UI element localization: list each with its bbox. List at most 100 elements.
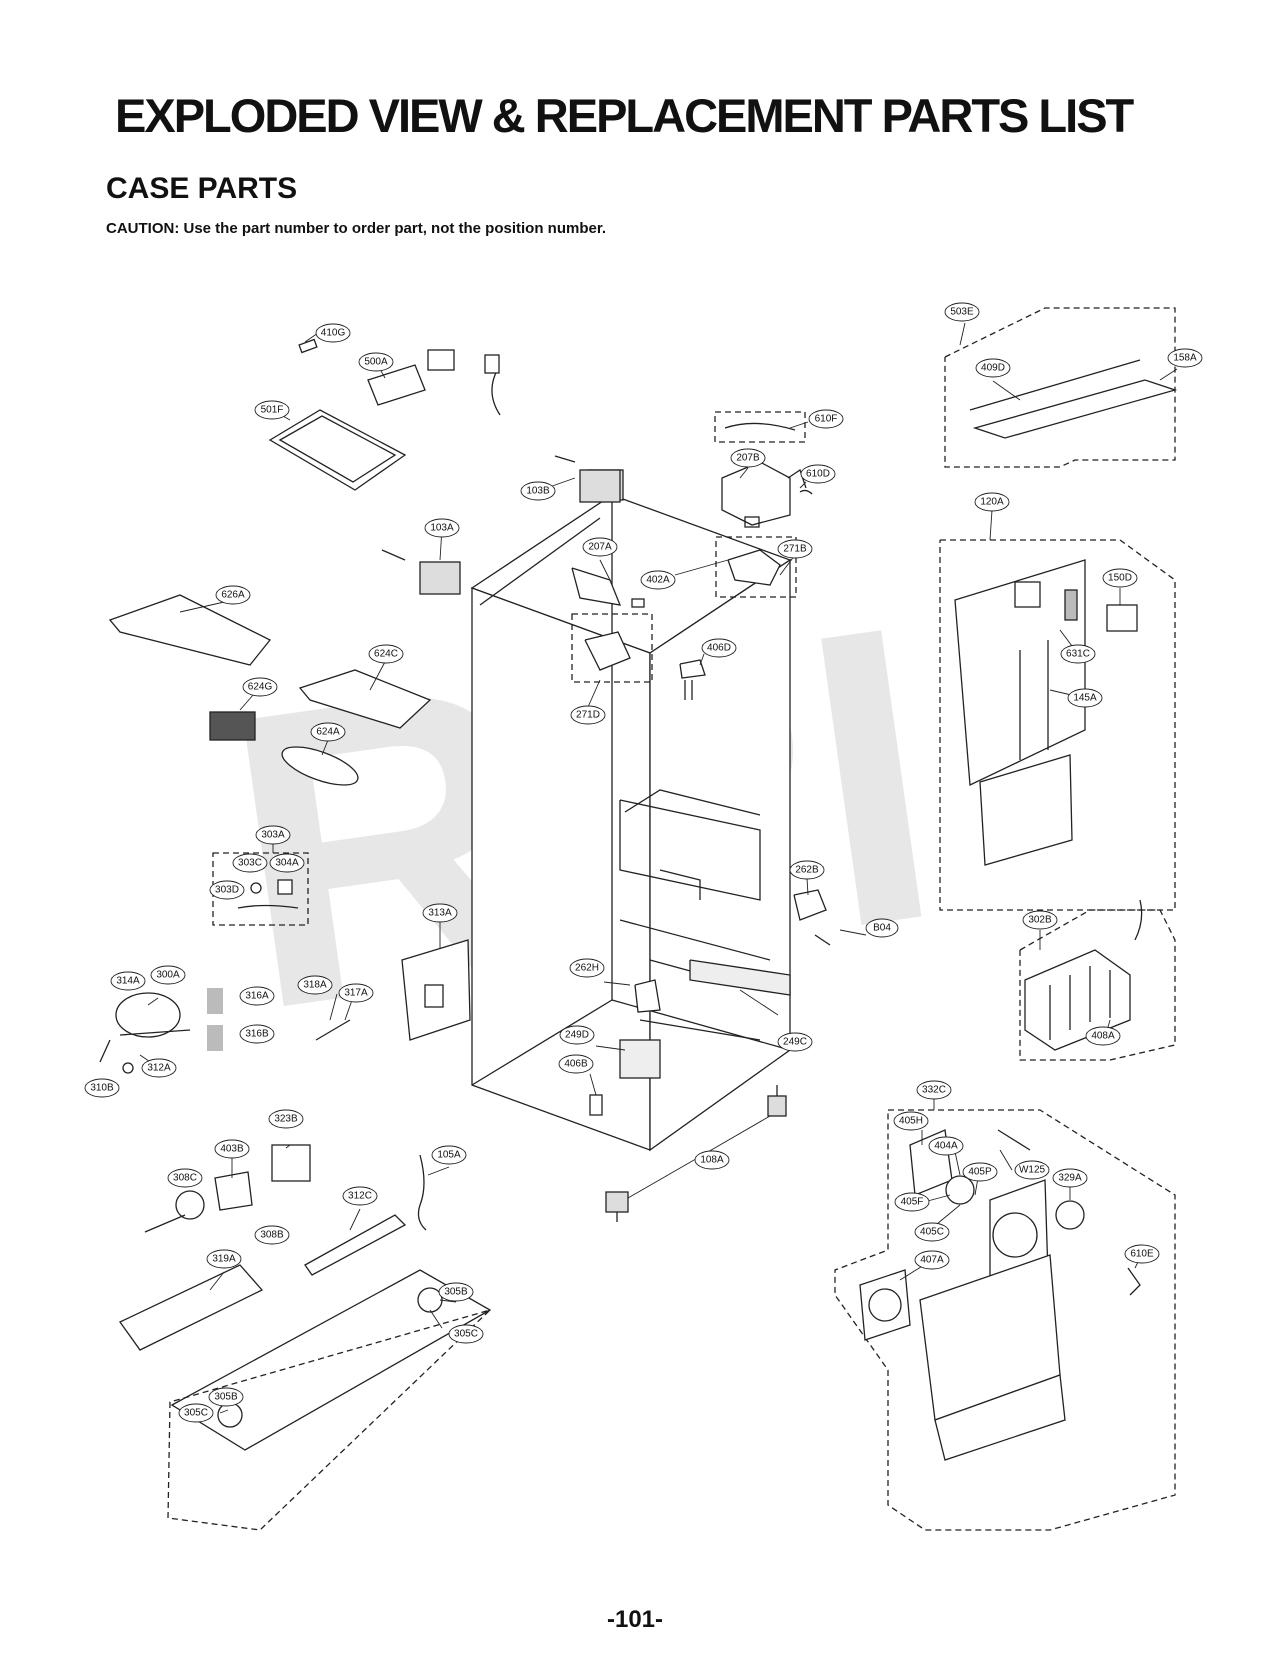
svg-text:318A: 318A bbox=[303, 980, 327, 991]
callout-312a: 312A bbox=[141, 1058, 177, 1078]
callout-405h: 405H bbox=[893, 1111, 929, 1131]
svg-text:303A: 303A bbox=[261, 830, 285, 841]
svg-text:308B: 308B bbox=[260, 1230, 284, 1241]
callout-624c: 624C bbox=[368, 644, 404, 664]
callout-103a: 103A bbox=[424, 518, 460, 538]
callout-316a: 316A bbox=[239, 986, 275, 1006]
callout-302b: 302B bbox=[1022, 910, 1058, 930]
svg-text:120A: 120A bbox=[980, 497, 1004, 508]
callout-405f: 405F bbox=[894, 1192, 930, 1212]
callout-624g: 624G bbox=[242, 677, 278, 697]
callout-305b-bottom: 305B bbox=[208, 1387, 244, 1407]
callout-262b: 262B bbox=[789, 860, 825, 880]
svg-text:249D: 249D bbox=[565, 1030, 589, 1041]
302b-evaporator bbox=[1019, 899, 1176, 1061]
callout-b04: B04 bbox=[865, 918, 899, 938]
svg-text:B04: B04 bbox=[873, 923, 891, 934]
callout-329a: 329A bbox=[1052, 1168, 1088, 1188]
callout-312c: 312C bbox=[342, 1186, 378, 1206]
svg-text:310B: 310B bbox=[90, 1083, 114, 1094]
callout-207a: 207A bbox=[582, 537, 618, 557]
callout-300a: 300A bbox=[150, 965, 186, 985]
svg-text:105A: 105A bbox=[437, 1150, 461, 1161]
callout-158a: 158A bbox=[1167, 348, 1203, 368]
callout-313a: 313A bbox=[422, 903, 458, 923]
callout-305c-top: 305C bbox=[448, 1324, 484, 1344]
svg-text:404A: 404A bbox=[934, 1141, 958, 1152]
svg-text:317A: 317A bbox=[344, 988, 368, 999]
page-number: -101- bbox=[606, 1606, 664, 1633]
callout-503e: 503E bbox=[944, 302, 980, 322]
callout-626a: 626A bbox=[215, 585, 251, 605]
svg-text:302B: 302B bbox=[1028, 915, 1052, 926]
svg-text:624A: 624A bbox=[316, 727, 340, 738]
callout-310b: 310B bbox=[84, 1078, 120, 1098]
svg-text:402A: 402A bbox=[646, 575, 670, 586]
svg-text:103B: 103B bbox=[526, 486, 550, 497]
callout-120a: 120A bbox=[974, 492, 1010, 512]
svg-text:108A: 108A bbox=[700, 1155, 724, 1166]
503e-group bbox=[944, 307, 1178, 468]
svg-text:305B: 305B bbox=[214, 1392, 238, 1403]
callout-403b: 403B bbox=[214, 1139, 250, 1159]
callout-316b: 316B bbox=[239, 1024, 275, 1044]
svg-text:407A: 407A bbox=[920, 1255, 944, 1266]
callout-402a: 402A bbox=[640, 570, 676, 590]
svg-text:624C: 624C bbox=[374, 649, 398, 660]
svg-text:631C: 631C bbox=[1066, 649, 1090, 660]
svg-text:405H: 405H bbox=[899, 1116, 923, 1127]
top-left-parts bbox=[108, 338, 621, 786]
callout-labels: 410G 500A 501F 103B 103A 626A 624C 624G … bbox=[84, 302, 1203, 1423]
page-title: EXPLODED VIEW & REPLACEMENT PARTS LIST bbox=[115, 89, 1134, 142]
callout-103b: 103B bbox=[520, 481, 556, 501]
svg-text:262B: 262B bbox=[795, 865, 819, 876]
svg-text:501F: 501F bbox=[261, 405, 284, 416]
svg-text:150D: 150D bbox=[1108, 573, 1132, 584]
svg-text:410G: 410G bbox=[321, 328, 346, 339]
svg-text:316A: 316A bbox=[245, 991, 269, 1002]
svg-text:312C: 312C bbox=[348, 1191, 372, 1202]
callout-303c: 303C bbox=[232, 853, 268, 873]
svg-text:500A: 500A bbox=[364, 357, 388, 368]
callout-105a: 105A bbox=[431, 1145, 467, 1165]
svg-text:303D: 303D bbox=[215, 885, 239, 896]
svg-text:249C: 249C bbox=[783, 1037, 807, 1048]
callout-308b: 308B bbox=[254, 1225, 290, 1245]
svg-text:W125: W125 bbox=[1019, 1165, 1046, 1176]
svg-text:610D: 610D bbox=[806, 469, 830, 480]
callout-303d: 303D bbox=[209, 880, 245, 900]
caution-note: CAUTION: Use the part number to order pa… bbox=[106, 220, 607, 237]
callout-631c: 631C bbox=[1060, 644, 1096, 664]
svg-text:308C: 308C bbox=[173, 1173, 197, 1184]
svg-text:405C: 405C bbox=[920, 1227, 944, 1238]
svg-text:271D: 271D bbox=[576, 710, 600, 721]
callout-305b-top: 305B bbox=[438, 1282, 474, 1302]
callout-207b: 207B bbox=[730, 448, 766, 468]
svg-text:312A: 312A bbox=[147, 1063, 171, 1074]
lower-left-parts bbox=[119, 1144, 492, 1531]
svg-text:103A: 103A bbox=[430, 523, 454, 534]
svg-text:323B: 323B bbox=[274, 1114, 298, 1125]
svg-text:305C: 305C bbox=[184, 1408, 208, 1419]
svg-text:626A: 626A bbox=[221, 590, 245, 601]
callout-410g: 410G bbox=[315, 323, 351, 343]
120a-group bbox=[939, 539, 1176, 911]
svg-text:314A: 314A bbox=[116, 976, 140, 987]
callout-624a: 624A bbox=[310, 722, 346, 742]
callout-610f: 610F bbox=[808, 409, 844, 429]
callout-317a: 317A bbox=[338, 983, 374, 1003]
callout-303a: 303A bbox=[255, 825, 291, 845]
svg-text:300A: 300A bbox=[156, 970, 180, 981]
callout-500a: 500A bbox=[358, 352, 394, 372]
callout-332c: 332C bbox=[916, 1080, 952, 1100]
callout-305c-bottom: 305C bbox=[178, 1403, 214, 1423]
section-title: CASE PARTS bbox=[106, 172, 298, 205]
svg-text:145A: 145A bbox=[1073, 693, 1097, 704]
svg-text:406D: 406D bbox=[707, 643, 731, 654]
callout-406d: 406D bbox=[701, 638, 737, 658]
svg-text:303C: 303C bbox=[238, 858, 262, 869]
callout-610e: 610E bbox=[1124, 1244, 1160, 1264]
svg-text:305C: 305C bbox=[454, 1329, 478, 1340]
callout-150d: 150D bbox=[1102, 568, 1138, 588]
svg-text:207B: 207B bbox=[736, 453, 760, 464]
